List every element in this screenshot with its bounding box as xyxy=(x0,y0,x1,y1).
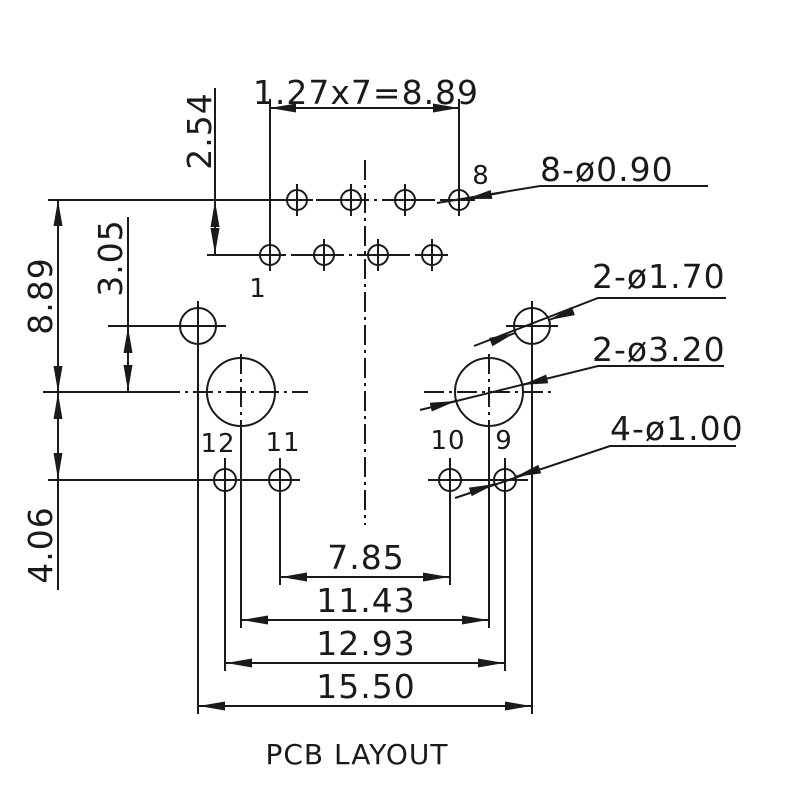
post-hole-left xyxy=(179,307,217,345)
dimension-pin-to-boss: 8.89 xyxy=(21,200,63,392)
dim-shield-span-label: 7.85 xyxy=(327,538,404,577)
callout-boss-holes: 2-ø3.20 xyxy=(419,330,726,412)
drawing-title: PCB LAYOUT xyxy=(266,738,449,771)
pin-8-label: 8 xyxy=(472,161,490,191)
dim-post-span-label: 15.50 xyxy=(316,667,415,706)
dim-row-spacing-label: 2.54 xyxy=(180,92,219,169)
dim-shield-outer-label: 12.93 xyxy=(316,624,415,663)
shield-hole-10 xyxy=(438,468,462,492)
dimension-shield-span: 7.85 xyxy=(280,538,450,582)
post-hole-right xyxy=(513,307,551,345)
dim-pin-pitch-label: 1.27x7=8.89 xyxy=(253,73,479,112)
dim-post-to-boss-label: 3.05 xyxy=(91,219,130,296)
dimension-boss-span: 11.43 xyxy=(241,581,489,625)
boss-hole-right xyxy=(454,357,524,427)
hole-10-label: 10 xyxy=(430,426,465,456)
shield-hole-labels: 12 11 10 9 xyxy=(200,426,513,459)
callout-post-holes: 2-ø1.70 xyxy=(473,257,726,347)
dimension-boss-to-shield: 4.06 xyxy=(21,393,63,584)
hole-9-label: 9 xyxy=(495,426,513,456)
hole-12-label: 12 xyxy=(200,429,235,459)
hole-11-label: 11 xyxy=(265,428,300,458)
dim-boss-span-label: 11.43 xyxy=(316,581,415,620)
dimension-post-to-boss: 3.05 xyxy=(91,219,133,391)
shield-hole-9 xyxy=(493,468,517,492)
callout-shield-holes-label: 4-ø1.00 xyxy=(610,409,744,448)
dim-pin-to-boss-label: 8.89 xyxy=(21,257,60,334)
boss-hole-left xyxy=(206,357,276,427)
shield-holes-group xyxy=(213,468,517,492)
centerlines xyxy=(160,160,552,525)
dimension-shield-outer-span: 12.93 xyxy=(225,624,505,668)
boss-holes-group xyxy=(206,357,524,427)
callout-boss-holes-label: 2-ø3.20 xyxy=(592,330,726,369)
post-holes-group xyxy=(179,307,551,345)
callout-post-holes-label: 2-ø1.70 xyxy=(592,257,726,296)
dimension-row-spacing: 2.54 xyxy=(180,92,220,254)
shield-hole-11 xyxy=(268,468,292,492)
pin-1-label: 1 xyxy=(249,274,267,304)
dim-boss-to-shield-label: 4.06 xyxy=(21,506,60,583)
dimension-pin-pitch: 1.27x7=8.89 xyxy=(253,73,479,113)
callout-shield-holes: 4-ø1.00 xyxy=(454,409,744,499)
shield-hole-12 xyxy=(213,468,237,492)
callout-pin-holes: 8-ø0.90 8 xyxy=(436,150,708,204)
callout-pin-holes-label: 8-ø0.90 xyxy=(540,150,674,189)
dimension-post-span: 15.50 xyxy=(198,667,532,711)
